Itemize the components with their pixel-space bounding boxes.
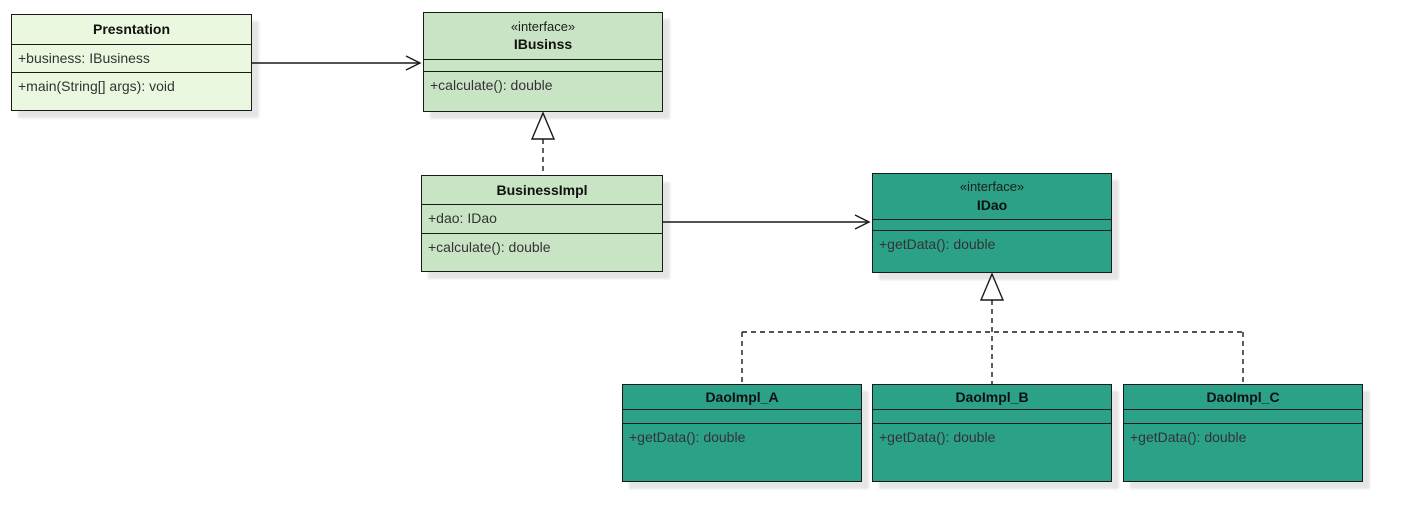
interface-idao-method: +getData(): double <box>873 230 1111 272</box>
class-name: BusinessImpl <box>496 181 588 198</box>
class-daoimpl-a-attributes-empty <box>623 409 861 423</box>
class-businessimpl-method: +calculate(): double <box>422 233 662 271</box>
stereotype-label: «interface» <box>510 18 576 34</box>
class-businessimpl-attribute: +dao: IDao <box>422 204 662 233</box>
class-businessimpl-title: BusinessImpl <box>422 176 662 204</box>
class-businessimpl[interactable]: BusinessImpl +dao: IDao +calculate(): do… <box>421 175 663 272</box>
class-name: DaoImpl_B <box>955 388 1029 405</box>
class-daoimpl-a-method: +getData(): double <box>623 423 861 481</box>
interface-idao[interactable]: «interface» IDao +getData(): double <box>872 173 1112 273</box>
class-presentation[interactable]: Presntation +business: IBusiness +main(S… <box>11 14 252 111</box>
class-daoimpl-b-method: +getData(): double <box>873 423 1111 481</box>
stereotype-label: «interface» <box>959 179 1025 195</box>
class-daoimpl-b-title: DaoImpl_B <box>873 385 1111 409</box>
interface-idao-attributes-empty <box>873 219 1111 230</box>
interface-ibusiness-method: +calculate(): double <box>424 71 662 111</box>
class-daoimpl-c-title: DaoImpl_C <box>1124 385 1362 409</box>
class-name: IBusinss <box>513 36 573 53</box>
interface-ibusiness-title: «interface» IBusinss <box>424 13 662 59</box>
interface-ibusiness[interactable]: «interface» IBusinss +calculate(): doubl… <box>423 12 663 112</box>
interface-ibusiness-attributes-empty <box>424 59 662 71</box>
class-daoimpl-b[interactable]: DaoImpl_B +getData(): double <box>872 384 1112 482</box>
class-daoimpl-b-attributes-empty <box>873 409 1111 423</box>
class-name: IDao <box>976 196 1008 213</box>
interface-idao-title: «interface» IDao <box>873 174 1111 219</box>
class-name: DaoImpl_C <box>1206 388 1280 405</box>
association-businessimpl-idao[interactable] <box>663 214 871 230</box>
class-daoimpl-c-attributes-empty <box>1124 409 1362 423</box>
class-presentation-attribute: +business: IBusiness <box>12 44 251 72</box>
class-name: DaoImpl_A <box>705 388 779 405</box>
class-presentation-method: +main(String[] args): void <box>12 72 251 110</box>
realization-businessimpl-ibusiness[interactable] <box>530 111 556 175</box>
class-daoimpl-a-title: DaoImpl_A <box>623 385 861 409</box>
realization-daoimpl-idao[interactable] <box>741 272 1244 384</box>
class-daoimpl-c[interactable]: DaoImpl_C +getData(): double <box>1123 384 1363 482</box>
class-presentation-title: Presntation <box>12 15 251 44</box>
class-daoimpl-c-method: +getData(): double <box>1124 423 1362 481</box>
association-presentation-ibusiness[interactable] <box>252 55 422 71</box>
class-daoimpl-a[interactable]: DaoImpl_A +getData(): double <box>622 384 862 482</box>
class-name: Presntation <box>92 21 170 38</box>
